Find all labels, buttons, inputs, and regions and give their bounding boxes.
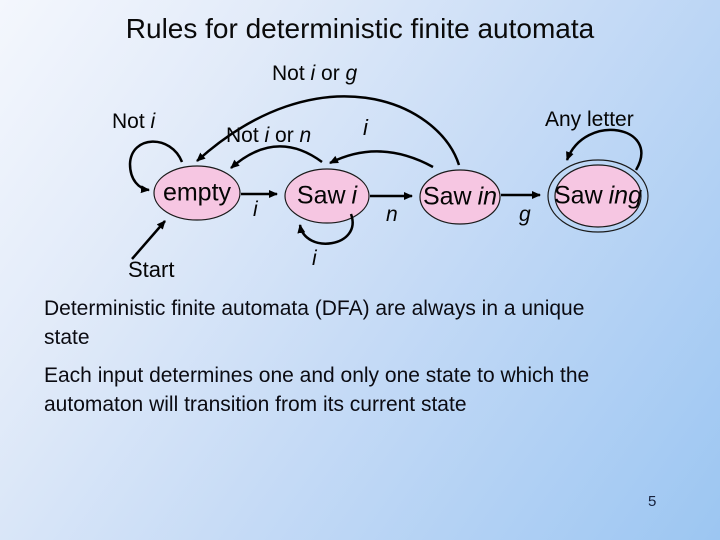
body-paragraph-1-line-1: Deterministic finite automata (DFA) are …: [44, 297, 585, 320]
edge-label-not-i: Not i: [112, 110, 155, 133]
label-italic-g: g: [345, 62, 358, 85]
label-italic-i: i: [264, 124, 270, 147]
slide-page-number: 5: [648, 493, 657, 510]
edge-label-not-i-or-g: Not i or g: [272, 62, 357, 85]
body-paragraph-2-line-1: Each input determines one and only one s…: [44, 364, 590, 387]
label-text: or: [315, 62, 346, 85]
edge-saw-i-self-loop: [297, 213, 354, 245]
body-paragraph-2-line-2: automaton will transition from its curre…: [44, 393, 467, 416]
label-italic-in: in: [477, 182, 498, 211]
label-text: Not: [112, 110, 151, 133]
edge-label-n: n: [386, 203, 398, 226]
edge-saw-in-to-empty-not-i-or-g: [196, 95, 461, 166]
start-arrow: [131, 220, 166, 260]
label-text: Saw: [296, 181, 346, 210]
edge-label-i-self-loop: i: [312, 247, 317, 270]
start-label: Start: [128, 257, 175, 282]
label-text: Not: [272, 62, 311, 85]
label-text: Not: [226, 124, 265, 147]
label-text: or: [269, 124, 300, 147]
state-saw-ing-outer-ring: [547, 159, 649, 233]
edge-saw-in-to-saw-i: [329, 150, 434, 169]
state-saw-ing-ellipse: [554, 164, 642, 228]
label-italic-i: i: [310, 62, 316, 85]
edge-empty-self-loop-not-i: [128, 140, 184, 194]
label-italic-ing: ing: [608, 181, 643, 210]
edge-label-i-empty-to-sawi: i: [253, 198, 258, 221]
edge-saw-ing-self-loop-any-letter: [565, 128, 643, 171]
edge-saw-i-to-empty-not-i-or-n: [230, 145, 323, 169]
label-text: Saw: [553, 181, 603, 210]
label-italic-n: n: [299, 124, 312, 147]
edge-label-not-i-or-n: Not i or n: [226, 124, 311, 147]
body-text: Deterministic finite automata (DFA) are …: [44, 294, 589, 419]
label-italic-i: i: [150, 110, 156, 133]
state-saw-in-ellipse: [419, 169, 501, 225]
edge-label-any-letter: Any letter: [545, 108, 634, 131]
label-italic-i: i: [351, 181, 358, 210]
slide-title: Rules for deterministic finite automata: [125, 13, 595, 44]
edge-label-i-sawin-to-sawi: i: [363, 115, 368, 140]
state-empty-ellipse: [153, 165, 241, 221]
label-text: Saw: [422, 182, 472, 211]
edge-label-g: g: [519, 203, 531, 226]
body-paragraph-1-line-2: state: [44, 326, 90, 349]
state-label-empty: empty: [162, 178, 232, 207]
state-saw-i-ellipse: [284, 168, 370, 224]
